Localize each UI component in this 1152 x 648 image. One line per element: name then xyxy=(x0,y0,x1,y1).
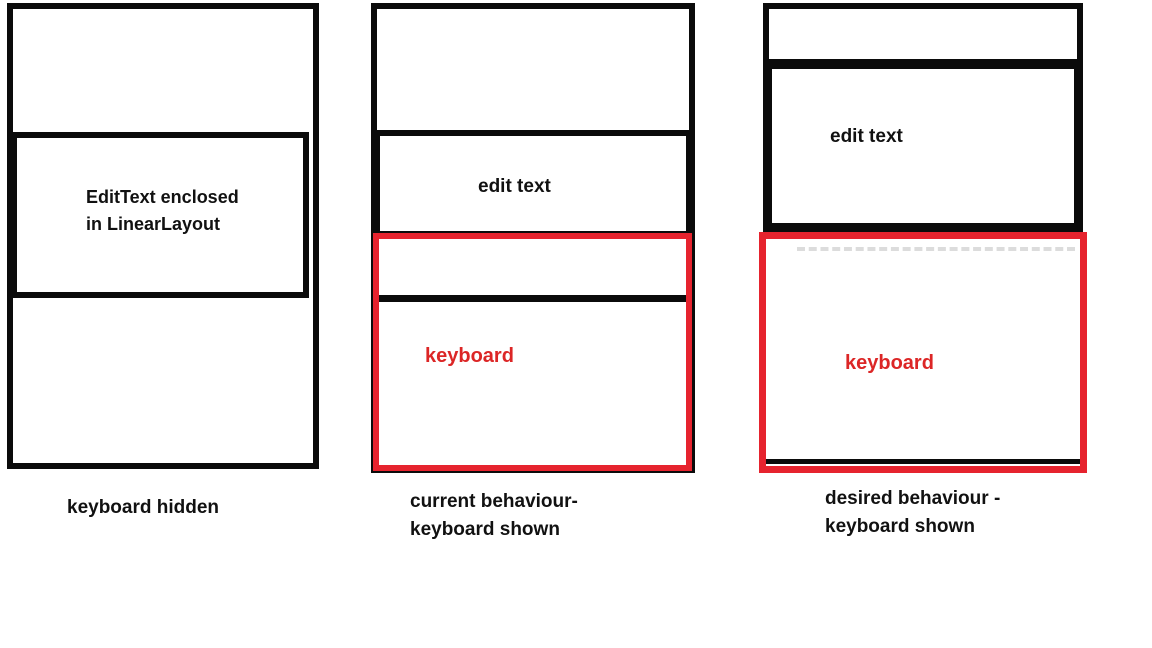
edittext-enclosed-label: EditText enclosed in LinearLayout xyxy=(86,184,239,238)
edittext-label-desired: edit text xyxy=(830,126,903,147)
edittext-enclosed-label-line1: EditText enclosed xyxy=(86,187,239,207)
linearlayout-box-hidden xyxy=(11,132,309,298)
edittext-box-desired xyxy=(763,60,1083,232)
frame-bottom-line-desired xyxy=(766,459,1080,464)
caption-current-line2: keyboard shown xyxy=(410,519,560,540)
caption-desired-line1: desired behaviour - xyxy=(825,488,1001,509)
caption-desired-line2: keyboard shown xyxy=(825,516,975,537)
keyboard-label-desired: keyboard xyxy=(845,352,934,374)
edittext-label-current: edit text xyxy=(478,176,551,197)
erased-line-smudge xyxy=(797,247,1075,251)
linearlayout-bottom-line-current xyxy=(377,295,689,302)
keyboard-box-desired xyxy=(759,232,1087,473)
keyboard-label-current: keyboard xyxy=(425,345,514,367)
caption-current-line1: current behaviour- xyxy=(410,491,578,512)
keyboard-box-current xyxy=(373,233,692,471)
status-strip-desired xyxy=(763,3,1083,65)
phone-frame-keyboard-hidden xyxy=(7,3,319,469)
caption-current-behaviour: current behaviour- keyboard shown xyxy=(410,488,578,544)
caption-desired-behaviour: desired behaviour - keyboard shown xyxy=(825,485,1000,541)
caption-keyboard-hidden: keyboard hidden xyxy=(67,497,220,518)
edittext-enclosed-label-line2: in LinearLayout xyxy=(86,214,221,234)
